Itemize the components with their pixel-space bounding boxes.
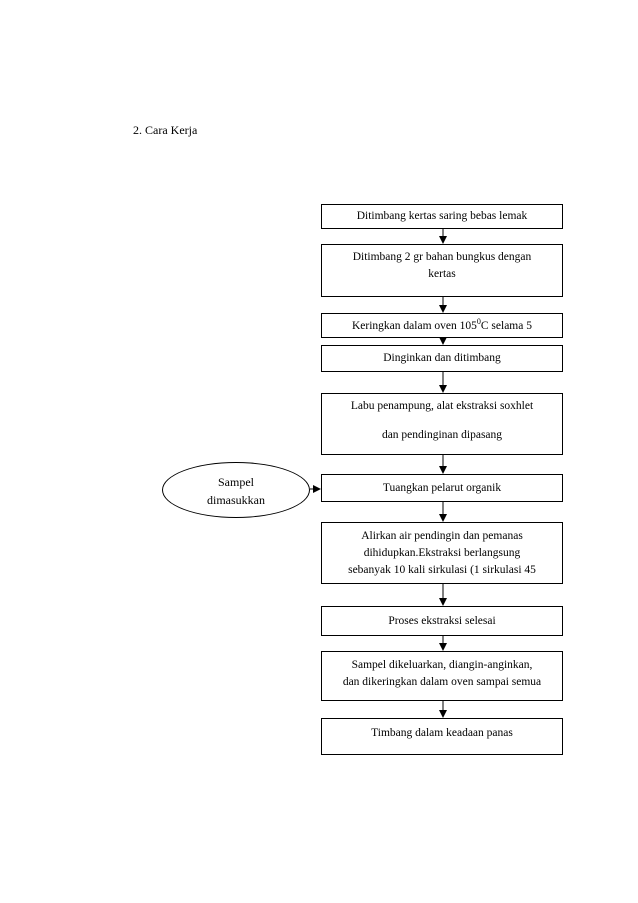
step-2-text-line-2: kertas (428, 268, 456, 280)
step-2-text-line-1: Ditimbang 2 gr bahan bungkus dengan (352, 251, 532, 263)
step-4-text: Dinginkan dan ditimbang (383, 352, 501, 364)
step-9-text-line-1: Sampel dikeluarkan, diangin-anginkan, (351, 659, 533, 671)
step-7-text-line-3: sebanyak 10 kali sirkulasi (1 sirkulasi … (348, 564, 536, 576)
step-10-box: Timbang dalam keadaan panas (321, 718, 563, 755)
step-8-text: Proses ekstraksi selesai (388, 615, 496, 627)
step-6-box: Tuangkan pelarut organik (321, 474, 563, 502)
step-5-box: Labu penampung, alat ekstraksi soxhlet d… (321, 393, 563, 455)
section-heading: 2. Cara Kerja (133, 123, 198, 137)
step-9-text-line-2: dan dikeringkan dalam oven sampai semua (342, 676, 542, 688)
step-7-box: Alirkan air pendingin dan pemanas dihidu… (321, 522, 563, 584)
sample-input-node: Sampel dimasukkan (162, 462, 310, 518)
step-3-text-after: C selama 5 (480, 320, 532, 332)
step-4-box: Dinginkan dan ditimbang (321, 345, 563, 372)
step-7-text-line-1: Alirkan air pendingin dan pemanas (361, 530, 523, 542)
step-3-text-superscript: 0 (476, 317, 481, 327)
step-10-text: Timbang dalam keadaan panas (371, 727, 513, 739)
step-2-box: Ditimbang 2 gr bahan bungkus dengan kert… (321, 244, 563, 297)
step-9-box: Sampel dikeluarkan, diangin-anginkan, da… (321, 651, 563, 701)
step-8-box: Proses ekstraksi selesai (321, 606, 563, 636)
sample-label-line-1: Sampel (218, 475, 254, 489)
step-3-box: Keringkan dalam oven 1050C selama 5 (321, 313, 563, 338)
step-1-text: Ditimbang kertas saring bebas lemak (356, 210, 528, 222)
step-1-box: Ditimbang kertas saring bebas lemak (321, 204, 563, 229)
step-7-text-line-2: dihidupkan.Ekstraksi berlangsung (363, 547, 521, 559)
step-5-text-line-2: dan pendinginan dipasang (381, 429, 503, 441)
step-5-text-line-1: Labu penampung, alat ekstraksi soxhlet (350, 400, 534, 412)
step-3-text: Keringkan dalam oven 1050C selama 5 (322, 318, 562, 334)
step-6-text: Tuangkan pelarut organik (382, 482, 502, 494)
sample-label-line-2: dimasukkan (207, 493, 265, 507)
step-3-text-before: Keringkan dalam oven 105 (352, 320, 477, 332)
